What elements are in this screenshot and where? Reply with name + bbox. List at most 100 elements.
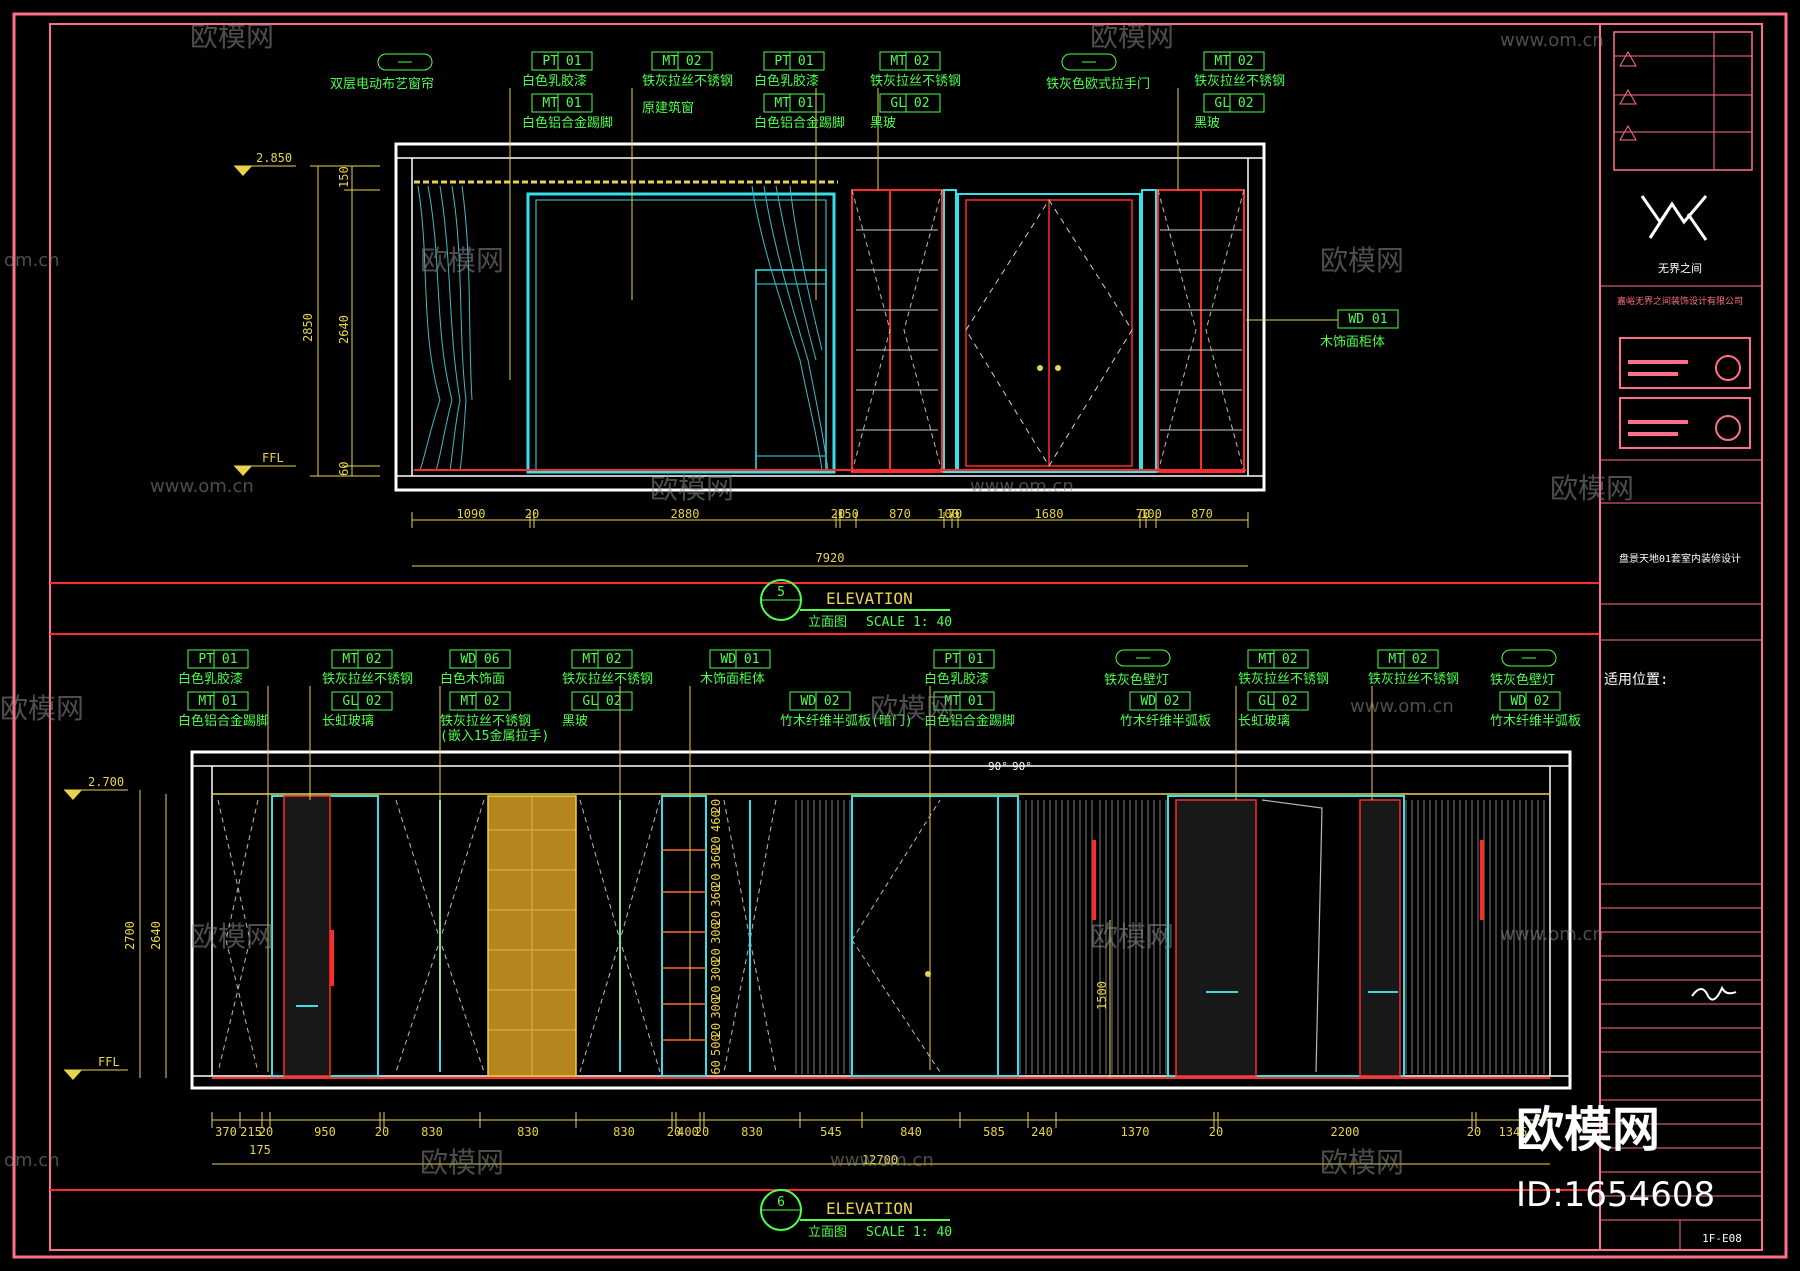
material-tag-box — [933, 691, 995, 711]
level-marker-icon — [234, 466, 252, 476]
dim-label: 20 — [1467, 1125, 1481, 1139]
elevation-subtitle: 立面图 — [808, 615, 847, 630]
material-tag-box — [1203, 93, 1265, 113]
pill-tag-right-note: 铁灰色欧式拉手门 — [1046, 76, 1150, 92]
height-base: 60 — [337, 462, 351, 476]
material-tag-note: 黑玻 — [562, 714, 588, 729]
dim-label: 830 — [741, 1125, 763, 1139]
dim-label: 70 — [948, 507, 962, 521]
material-tag-code: GL 02 — [342, 694, 381, 709]
shelf-dim-label: 500 — [709, 1034, 723, 1056]
wall-outline — [190, 750, 1572, 1090]
material-tag-note: 白色乳胶漆 — [178, 671, 243, 687]
total-width: 7920 — [816, 551, 845, 565]
wall-outline — [394, 142, 1266, 492]
material-tag-code: MT 02 — [890, 54, 929, 69]
level-top: 2.850 — [256, 151, 292, 165]
shelf-dim-label: 20 — [709, 948, 723, 962]
material-tag-note: 原建筑窗 — [642, 100, 694, 116]
drawing-number: 1F-E08 — [1702, 1232, 1742, 1245]
dim-label: 1090 — [457, 507, 486, 521]
material-tag-code: MT 02 — [460, 694, 499, 709]
material-tag-code: GL 02 — [890, 96, 929, 111]
watermark-url: www.om.cn — [150, 476, 254, 497]
material-tag-note: 铁灰拉丝不锈钢 — [1194, 74, 1285, 89]
material-tag-code: MT 02 — [662, 54, 701, 69]
usage-label: 适用位置: — [1604, 672, 1668, 688]
material-tag-note: 白色乳胶漆 — [924, 671, 989, 687]
dim-label: 950 — [314, 1125, 336, 1139]
dim-label: 20 — [1209, 1125, 1223, 1139]
note-extra: (嵌入15金属拉手) — [440, 728, 549, 744]
material-tag-code: MT 01 — [542, 96, 581, 111]
watermark-brand-large: 欧模网 — [1516, 1102, 1660, 1158]
material-tag-note: 竹木纤维半弧板(暗门) — [780, 714, 913, 729]
material-tag-note: 白色铝合金踢脚 — [522, 115, 613, 131]
material-tag-code: PT 01 — [542, 54, 581, 69]
curtain-right — [751, 185, 829, 471]
material-tag-box — [789, 691, 851, 711]
shelf-dim-label: 20 — [709, 986, 723, 1000]
pill-tag-b-note: 铁灰色壁灯 — [1490, 672, 1555, 688]
watermark-brand: 欧模网 — [420, 1146, 504, 1179]
project-name: 盘景天地01套室内装修设计 — [1619, 552, 1741, 565]
shelf-dim-label: 360 — [709, 848, 723, 870]
title-block: 无界之间 嘉峪无界之间装饰设计有限公司 盘景天地01套室内装修设计 适用位置: — [1599, 23, 1763, 1251]
shelf-dim-label: 20 — [709, 874, 723, 888]
watermark-url-short: om.cn — [4, 250, 60, 271]
elevation-scale: SCALE 1: 40 — [866, 615, 952, 630]
dim-label: 2880 — [671, 507, 700, 521]
material-tag-code: GL 02 — [1214, 96, 1253, 111]
material-tag-box — [1129, 691, 1191, 711]
dim-label: 215 — [240, 1125, 262, 1139]
dim-label: 870 — [1191, 507, 1213, 521]
material-tag-box — [651, 51, 713, 71]
material-tag-box — [933, 649, 995, 669]
height-cornice: 150 — [337, 166, 351, 188]
watermarks: 欧模网 欧模网 欧模网 欧模网 欧模网 欧模网 欧模网 欧模网 欧模网 欧模网 … — [0, 20, 1715, 1215]
material-tag-note: 竹木纤维半弧板 — [1120, 714, 1211, 729]
material-tag-box — [449, 691, 511, 711]
dim-label: 870 — [889, 507, 911, 521]
height-lamp: 1500 — [1095, 981, 1109, 1010]
material-tag-code: WD 06 — [460, 652, 499, 667]
watermark-brand: 欧模网 — [0, 692, 84, 725]
material-tag-code: PT 01 — [774, 54, 813, 69]
material-tag-box — [1499, 691, 1561, 711]
watermark-brand: 欧模网 — [1090, 920, 1174, 953]
material-tag-code: MT 02 — [1388, 652, 1427, 667]
level-ffl: FFL — [98, 1055, 120, 1069]
dim-label: 1680 — [1035, 507, 1064, 521]
watermark-url-short: om.cn — [4, 1150, 60, 1171]
dim-label: 240 — [1031, 1125, 1053, 1139]
dim-label: 20 — [525, 507, 539, 521]
watermark-url: www.om.cn — [1350, 696, 1454, 717]
window-frame — [526, 192, 836, 474]
material-tag-box — [709, 649, 771, 669]
angle-label-1: 90° — [988, 760, 1008, 773]
material-tag-note: 长虹玻璃 — [322, 714, 374, 729]
watermark-brand: 欧模网 — [1090, 20, 1174, 53]
side-tag-box — [1337, 309, 1399, 329]
level-marker-icon — [234, 166, 252, 176]
company-logo-icon — [1640, 195, 1708, 241]
dim-label: 20 — [831, 507, 845, 521]
pill-tag — [377, 53, 433, 71]
shelf-dim-label: 300 — [709, 922, 723, 944]
material-tag-note: 白色铝合金踢脚 — [924, 713, 1015, 729]
material-tag-box — [531, 93, 593, 113]
material-tag-code: WD 02 — [800, 694, 839, 709]
watermark-id: ID:1654608 — [1516, 1175, 1715, 1215]
watermark-brand: 欧模网 — [190, 920, 274, 953]
double-door — [957, 193, 1141, 473]
dim-label: 370 — [215, 1125, 237, 1139]
height-wall: 2640 — [149, 921, 163, 950]
material-tag-box — [1377, 649, 1439, 669]
dim-label: 1370 — [1121, 1125, 1150, 1139]
dim-label: 1345 — [1499, 1125, 1528, 1139]
elevation-title: ELEVATION — [826, 1199, 913, 1218]
door-handle-icon — [1037, 365, 1043, 371]
